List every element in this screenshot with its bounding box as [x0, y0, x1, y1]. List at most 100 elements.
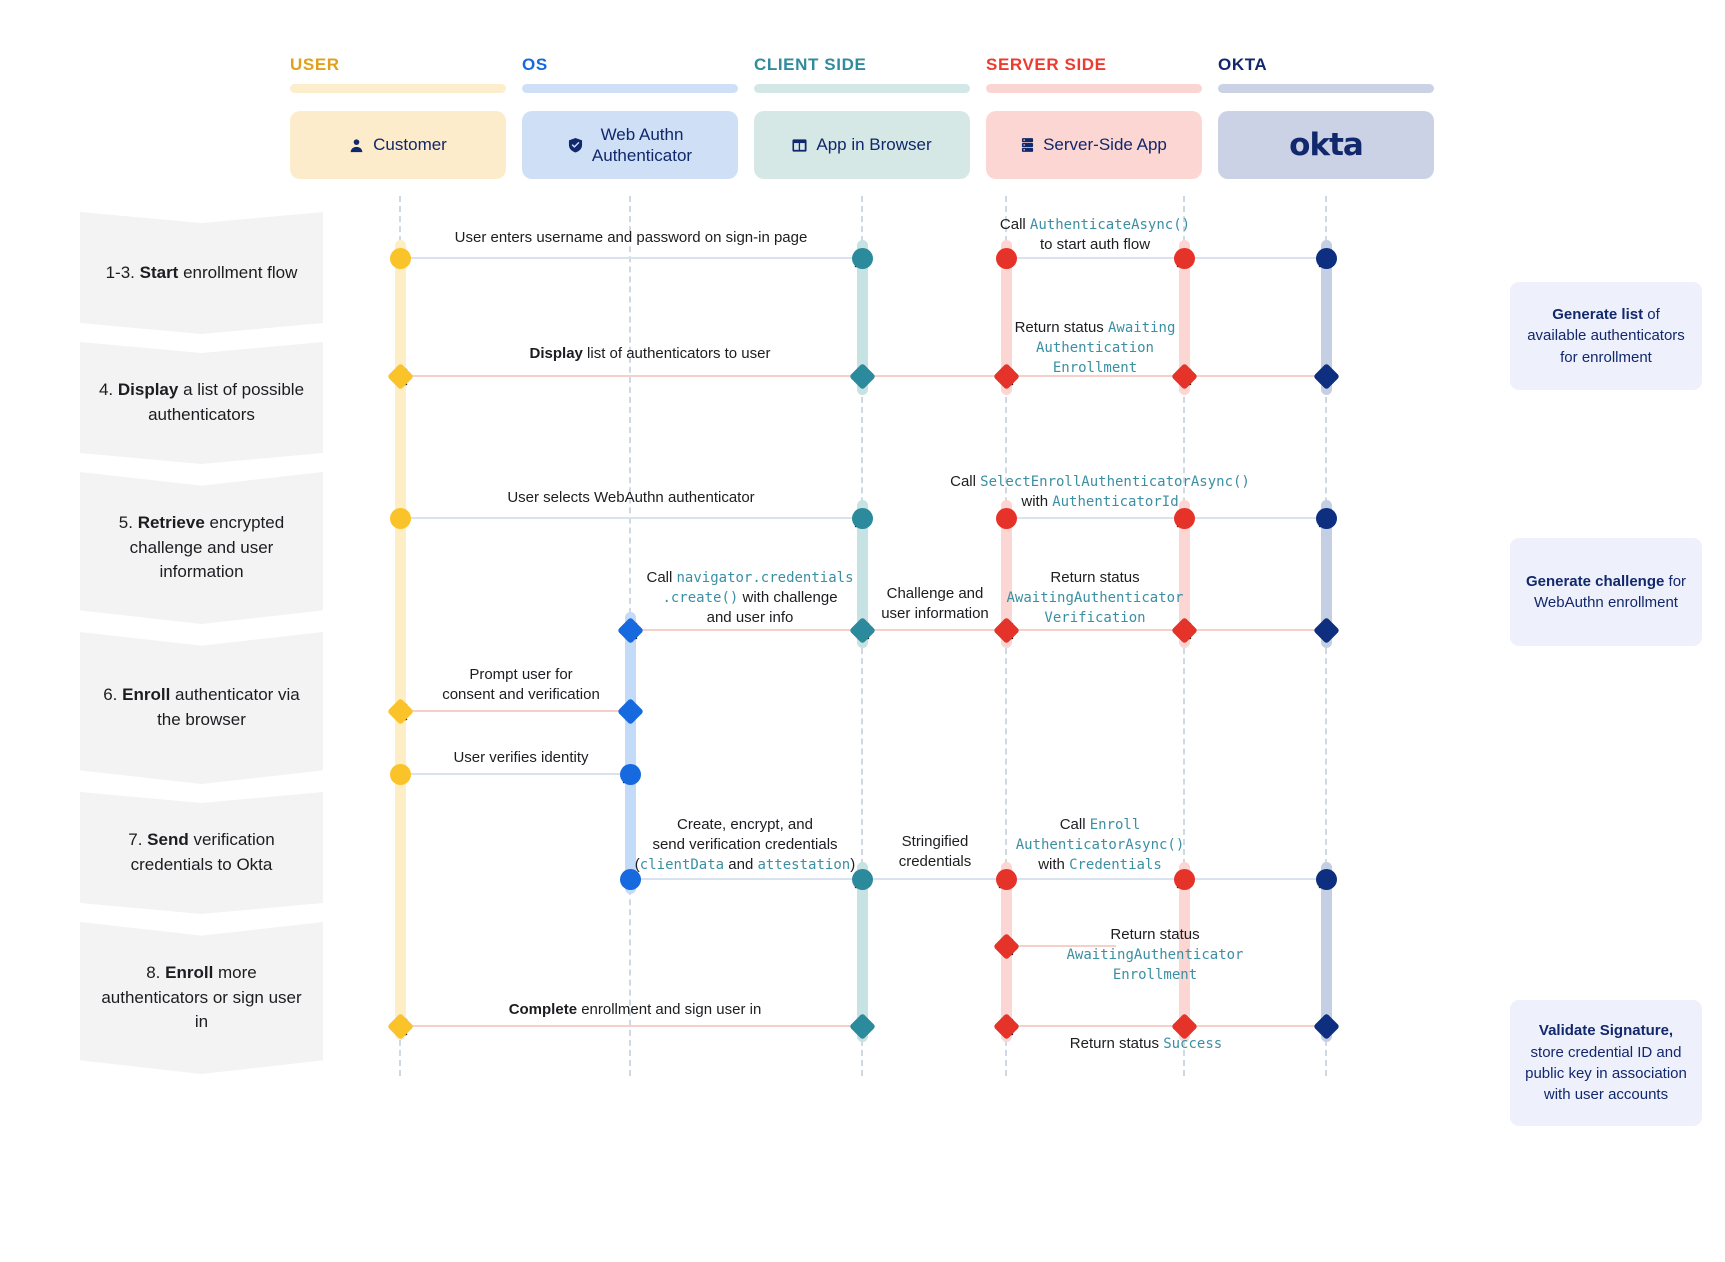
column-card-label: App in Browser — [816, 135, 932, 155]
column-rule — [290, 84, 506, 93]
activation-okta-2 — [1320, 500, 1332, 648]
complete-enrollment-sign-user-in-arrow — [397, 1017, 862, 1034]
call-select-enroll-authenticator-arrow — [1006, 509, 1187, 526]
person-icon — [349, 138, 364, 153]
column-rule — [754, 84, 970, 93]
column-title: USER — [290, 55, 340, 74]
prompt-user-consent-arrow — [397, 702, 630, 719]
node-user-5 — [389, 763, 411, 785]
user-verifies-identity-label: User verifies identity — [453, 749, 589, 766]
step-2: 4. Display a list of possible authentica… — [80, 342, 323, 464]
return-awaiting-authenticator-verification-arrow — [1003, 621, 1184, 638]
node-server-5 — [995, 507, 1017, 529]
user-selects-webauthn-arrow — [400, 509, 865, 526]
call-navigator-credentials-create-label: Call navigator.credentials.create() with… — [646, 569, 854, 626]
step-3: 5. Retrieve encrypted challenge and user… — [80, 472, 323, 624]
column-rule — [1218, 84, 1434, 93]
okta-logo: okta — [1289, 126, 1364, 163]
activation-server-1 — [1000, 240, 1012, 395]
browser-window-icon — [792, 138, 807, 153]
step-label: 8. Enroll more authenticators or sign us… — [101, 963, 302, 1032]
column-title: SERVER SIDE — [986, 55, 1107, 74]
activation-okta-1 — [1320, 240, 1332, 395]
server-to-okta-enroll-arrow — [1184, 870, 1329, 887]
callout-text: Validate Signature, store credential ID … — [1525, 1022, 1687, 1104]
okta-to-server-success-label: Return status Success — [1069, 1035, 1223, 1052]
step-label: 4. Display a list of possible authentica… — [98, 380, 305, 424]
node-client-2 — [848, 362, 876, 390]
column-card-label: Customer — [373, 135, 447, 155]
callout-text: Generate challenge for WebAuthn enrollme… — [1525, 572, 1687, 611]
callout-validate-signature: Validate Signature, store credential ID … — [1510, 1000, 1702, 1126]
challenge-and-user-information-arrow — [859, 621, 1006, 638]
activation-okta-3 — [1320, 862, 1332, 1042]
node-okta-4 — [1312, 616, 1340, 644]
node-os-3 — [619, 763, 641, 785]
node-client-1 — [851, 247, 873, 269]
display-list-of-authenticators-arrow — [397, 367, 1006, 384]
okta-to-server-success-arrow — [1003, 1017, 1326, 1034]
column-card-1: Customer — [290, 111, 506, 179]
node-server-2 — [1173, 247, 1195, 269]
call-authenticate-async-arrow — [1006, 249, 1187, 266]
display-list-of-authenticators-label: Display list of authenticators to user — [529, 345, 771, 362]
column-card-5: okta — [1218, 111, 1434, 179]
node-os-4 — [619, 868, 641, 890]
shield-check-icon — [568, 137, 583, 153]
call-navigator-credentials-create-arrow — [627, 621, 862, 638]
node-client-3 — [851, 507, 873, 529]
node-okta-3 — [1315, 507, 1337, 529]
server-to-okta-start-arrow — [1184, 249, 1329, 266]
activation-server-4 — [1178, 240, 1190, 395]
server-to-okta-select-arrow — [1184, 509, 1329, 526]
column-rule — [522, 84, 738, 93]
column-card-label: Server-Side App — [1043, 135, 1167, 155]
user-enters-credentials-label: User enters username and password on sig… — [454, 229, 808, 246]
column-title: OKTA — [1218, 55, 1268, 74]
node-server-10 — [1173, 868, 1195, 890]
activation-server-5 — [1178, 500, 1190, 648]
activation-server-6 — [1178, 862, 1190, 1042]
step-label: 1-3. Start enrollment flow — [105, 262, 298, 282]
return-awaiting-auth-enrollment-arrow — [1003, 367, 1184, 384]
column-rule — [986, 84, 1202, 93]
node-server-9 — [995, 868, 1017, 890]
column-title: CLIENT SIDE — [754, 55, 867, 74]
node-okta-2 — [1312, 362, 1340, 390]
node-user-2 — [386, 362, 414, 390]
node-okta-6 — [1312, 1012, 1340, 1040]
user-selects-webauthn-label: User selects WebAuthn authenticator — [507, 489, 755, 506]
column-user: USER Customer — [290, 55, 506, 179]
step-1: 1-3. Start enrollment flow — [80, 212, 323, 334]
node-server-1 — [995, 247, 1017, 269]
activation-server-2 — [1000, 500, 1012, 648]
step-label: 5. Retrieve encrypted challenge and user… — [118, 513, 285, 582]
return-awaiting-authenticator-enrollment-arrow — [1003, 937, 1116, 954]
step-label: 7. Send verification credentials to Okta — [128, 830, 275, 874]
user-enters-credentials-arrow — [400, 249, 865, 266]
call-select-enroll-authenticator-label: Call SelectEnrollAuthenticatorAsync()wit… — [950, 473, 1250, 510]
callout-generate-challenge: Generate challenge for WebAuthn enrollme… — [1510, 538, 1702, 646]
node-server-6 — [1173, 507, 1195, 529]
column-client-side: CLIENT SIDE App in Browser — [754, 55, 970, 179]
node-client-5 — [851, 868, 873, 890]
column-server-side: SERVER SIDE Server-Side App — [986, 55, 1202, 179]
node-okta-5 — [1315, 868, 1337, 890]
node-user-1 — [389, 247, 411, 269]
step-4: 6. Enroll authenticator via the browser — [80, 632, 323, 784]
activation-client-3 — [856, 862, 868, 1042]
complete-enrollment-sign-user-in-label: Complete enrollment and sign user in — [508, 1001, 762, 1018]
activation-client-1 — [856, 240, 868, 395]
callout-text: Generate list of available authenticator… — [1527, 306, 1685, 366]
node-okta-1 — [1315, 247, 1337, 269]
call-authenticate-async-label: Call AuthenticateAsync()to start auth fl… — [999, 216, 1191, 253]
stringified-credentials-arrow — [862, 870, 1009, 887]
callout-generate-list: Generate list of available authenticator… — [1510, 282, 1702, 390]
server-rack-icon — [1021, 137, 1034, 153]
